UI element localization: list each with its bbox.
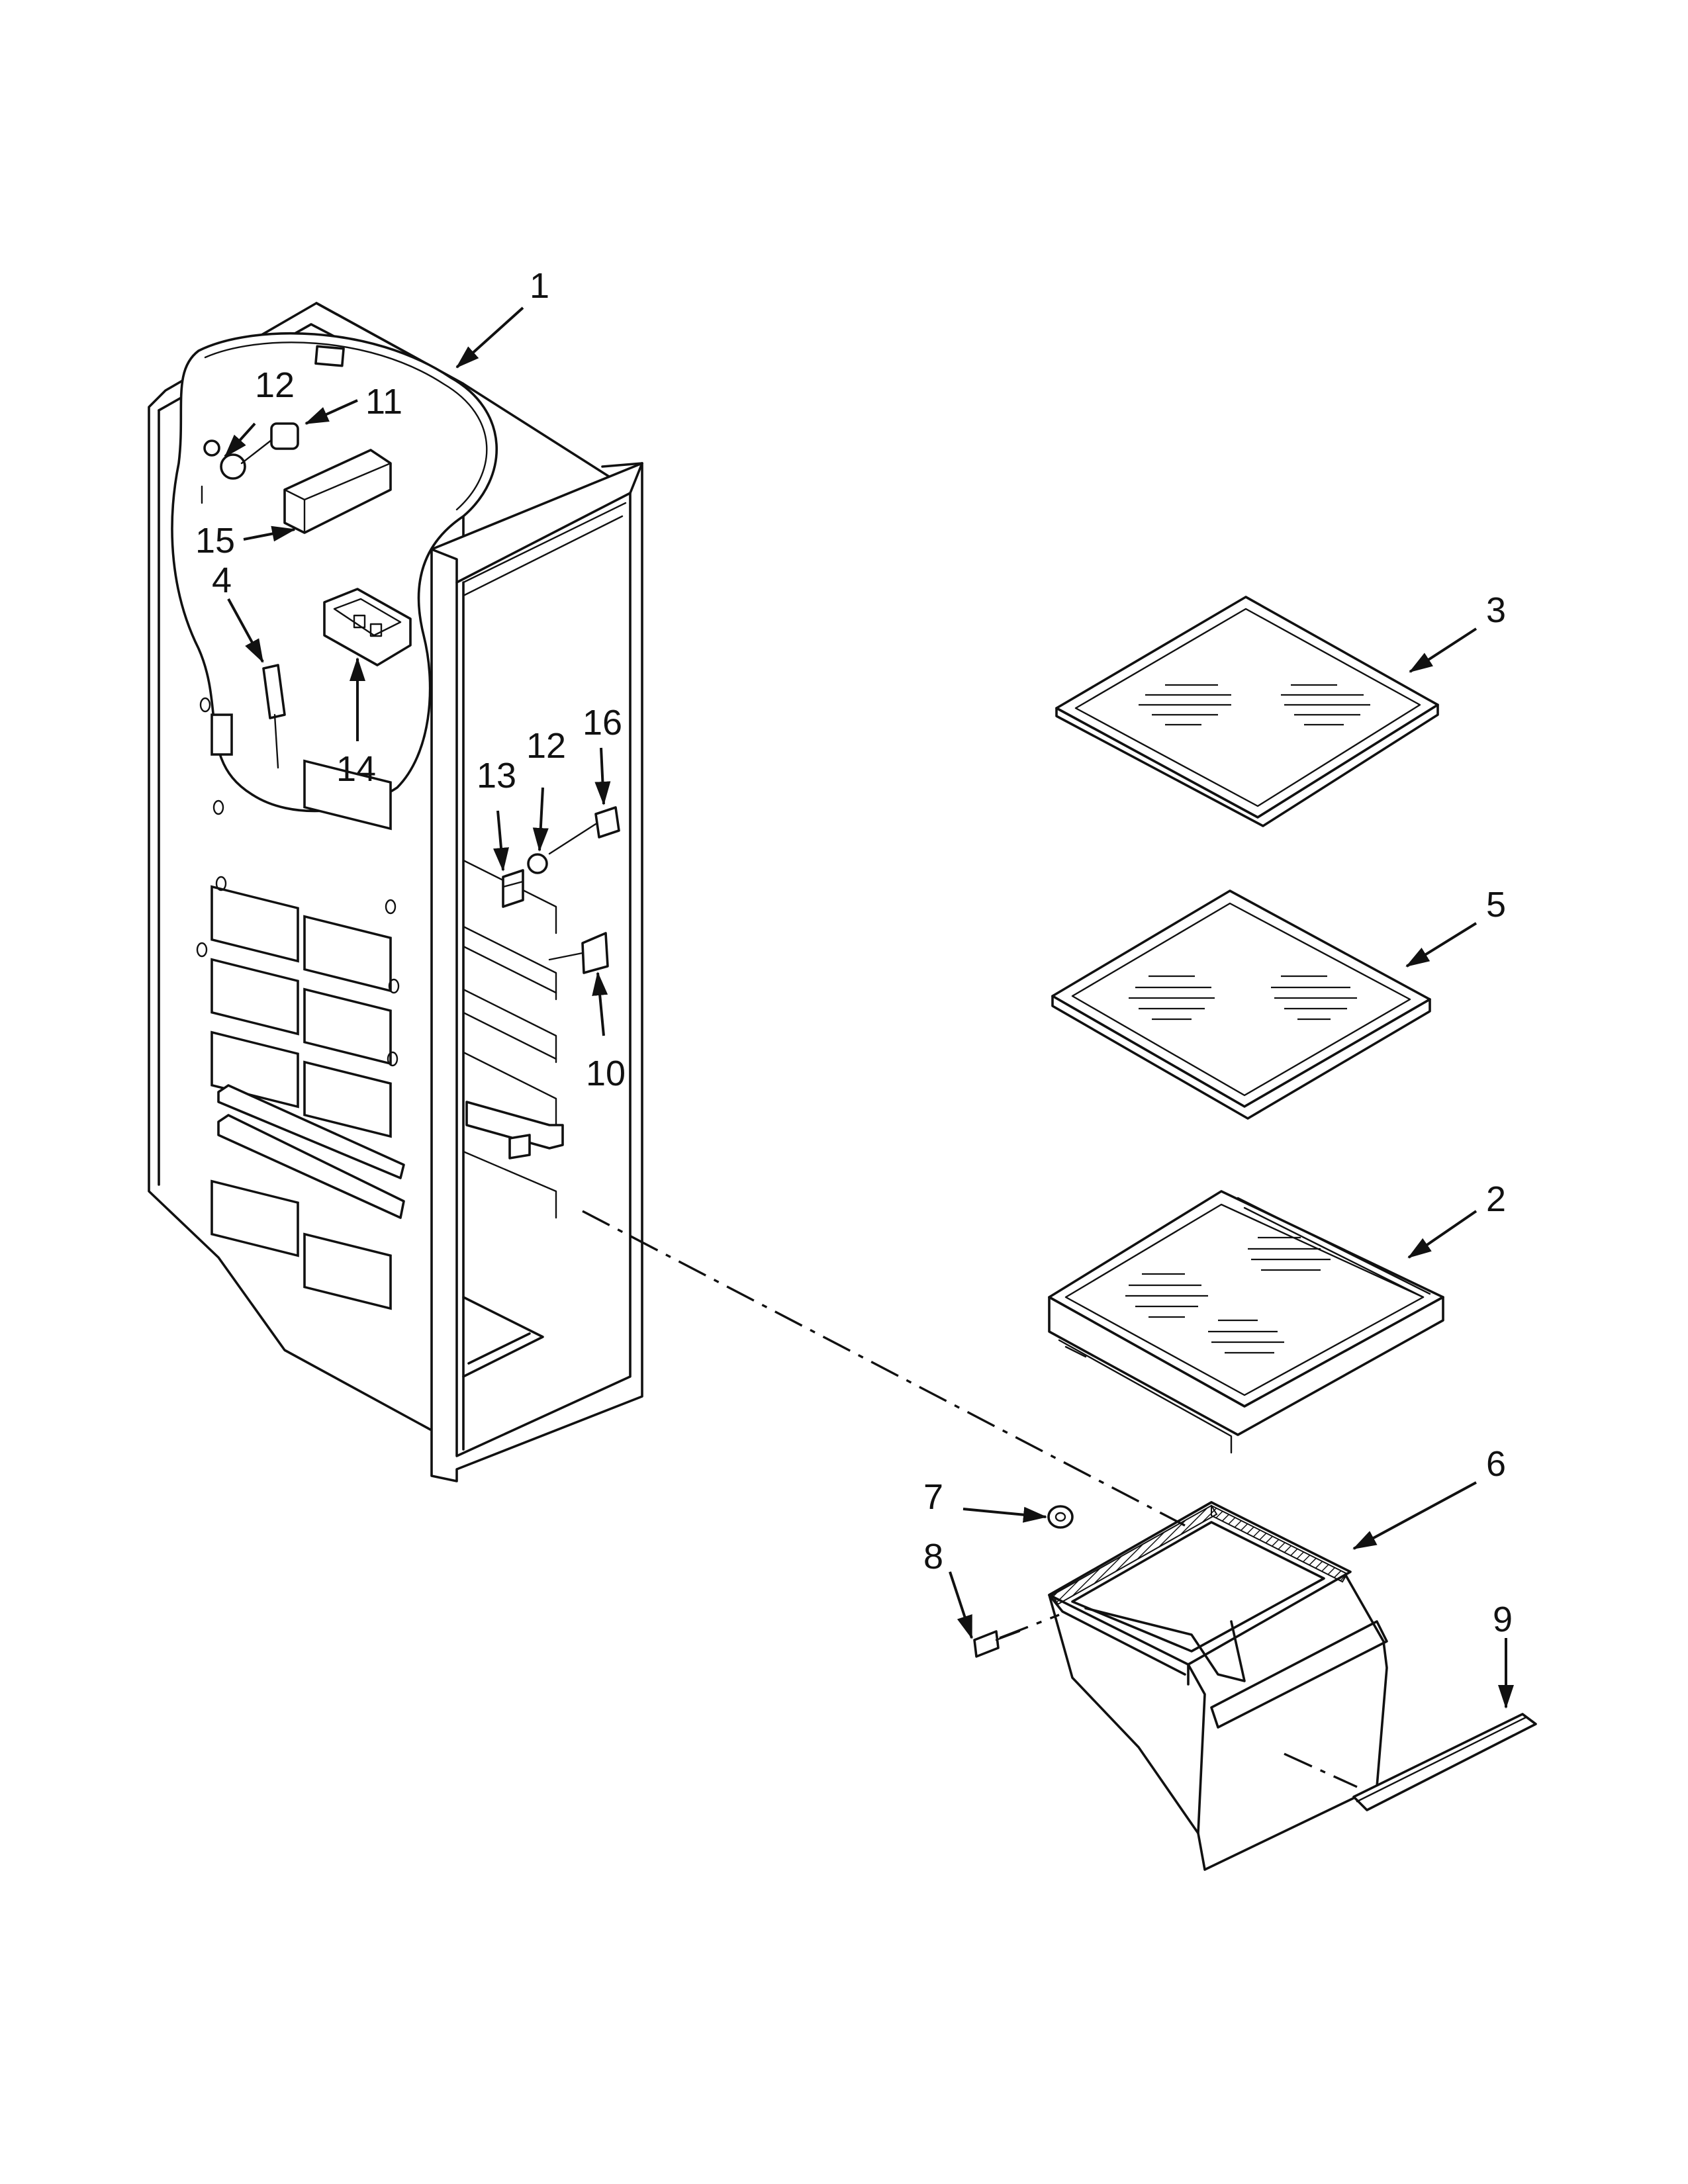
callout-labels: 1 2 3 4 5 6 7 8 9 10 11 12 12 13 14 15 1…	[195, 266, 1513, 1639]
refrigerator-liner	[148, 302, 643, 1482]
callout-8: 8	[923, 1537, 943, 1576]
callout-1: 1	[530, 266, 549, 306]
callout-5: 5	[1486, 885, 1506, 925]
callout-12a: 12	[255, 365, 295, 405]
assembly-line-trim	[1284, 1752, 1358, 1788]
crisper-drawer	[1048, 1501, 1388, 1871]
drawer-roller-screw	[973, 1505, 1074, 1658]
callout-6: 6	[1486, 1444, 1506, 1484]
thermistor-lamp-parts	[201, 345, 412, 769]
callout-7: 7	[923, 1477, 943, 1517]
callout-14: 14	[336, 749, 376, 789]
callout-4: 4	[212, 561, 232, 600]
callout-3: 3	[1486, 590, 1506, 630]
assembly-line-screw	[999, 1614, 1060, 1639]
liner-mounted-parts	[502, 806, 620, 974]
callout-12b: 12	[526, 726, 566, 766]
assembly-line-drawer	[582, 1210, 1186, 1527]
shelf-upper-glass	[1055, 596, 1439, 827]
callout-16: 16	[583, 703, 622, 743]
callout-15: 15	[195, 521, 235, 561]
callout-2: 2	[1486, 1179, 1506, 1219]
shelf-lower-slide-out	[1048, 1190, 1444, 1454]
callout-10: 10	[586, 1054, 626, 1093]
callout-arrows	[224, 306, 1514, 1709]
callout-13: 13	[477, 756, 516, 796]
crisper-trim-strip	[1352, 1713, 1537, 1811]
liner-vent-slots	[211, 713, 392, 1310]
callout-11: 11	[365, 382, 402, 422]
callout-9: 9	[1493, 1600, 1513, 1639]
shelf-middle-glass	[1051, 889, 1431, 1120]
